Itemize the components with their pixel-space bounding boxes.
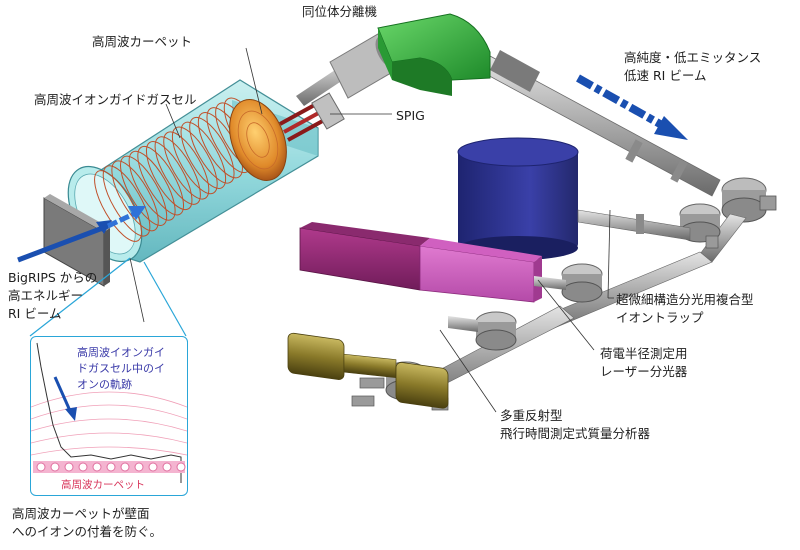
entrance-window <box>43 194 110 287</box>
low-energy-beam-arrow <box>576 74 688 140</box>
caption-line-1: 高周波カーペットが壁面 <box>12 506 150 521</box>
ion-direction-arrow <box>53 376 73 414</box>
isotope-separator-label: 同位体分離機 <box>302 4 378 19</box>
low-energy-beam-label-1: 高純度・低エミッタンス <box>624 50 762 65</box>
rf-carpet <box>229 99 287 181</box>
coil-loop <box>189 116 235 184</box>
incoming-beam-arrow <box>17 206 146 263</box>
chamber-2 <box>561 263 603 303</box>
rf-gas-cell-label: 高周波イオンガイドガスセル <box>34 92 197 107</box>
inset-text-line-1: 高周波イオンガイ <box>77 346 165 359</box>
leader-lines <box>29 47 614 413</box>
carpet-electrodes <box>36 462 186 472</box>
laser-spectrometer <box>299 222 566 303</box>
laser-spectrometer-label-2: レーザー分光器 <box>600 364 688 379</box>
ion-trap-label-1: 超微細構造分光用複合型 <box>616 292 754 307</box>
coil-loop <box>111 160 159 232</box>
ion-trajectory <box>36 342 182 483</box>
bigrips-beam-label-3: RI ビーム <box>8 306 62 321</box>
inset-text-line-2: ドガスセル中のイ <box>77 362 165 375</box>
bigrips-beam-label-2: 高エネルギー <box>8 288 84 303</box>
rf-carpet-label: 高周波カーペット <box>92 34 193 49</box>
coil-loop <box>145 141 193 211</box>
spig-label: SPIG <box>396 108 425 123</box>
spig-rods <box>279 92 345 142</box>
coil-loop <box>163 131 210 200</box>
laser-spectrometer-label-1: 荷電半径測定用 <box>600 346 688 361</box>
mrtof-label-1: 多重反射型 <box>500 408 563 423</box>
coil-loop <box>137 145 184 216</box>
coil-loop <box>128 150 176 221</box>
trajectory-inset: 高周波イオンガイ ドガスセル中のイ オンの軌跡 高周波カーペット <box>30 336 188 496</box>
chamber-3 <box>475 311 517 351</box>
inset-carpet-label: 高周波カーペット <box>61 479 145 491</box>
isotope-separator-magnet <box>377 13 491 96</box>
caption-line-2: へのイオンの付着を防ぐ。 <box>12 524 163 539</box>
coil-loop <box>154 136 201 205</box>
mrtof-label-2: 飛行時間測定式質量分析器 <box>500 426 651 441</box>
field-contours <box>31 391 187 456</box>
mrtof-mass-spectrometer <box>287 316 478 409</box>
coil-loop <box>120 155 168 226</box>
chamber-1 <box>679 203 721 249</box>
inset-text-line-3: オンの軌跡 <box>77 378 132 391</box>
coil-loop <box>180 121 227 189</box>
ion-trap-label-2: イオントラップ <box>616 310 704 325</box>
inset-drawing <box>31 342 187 483</box>
coil-loop <box>102 165 151 237</box>
ion-arrowhead <box>65 407 77 421</box>
low-energy-beam-label-2: 低速 RI ビーム <box>624 68 707 83</box>
coil-loop <box>94 170 142 242</box>
bigrips-beam-label-1: BigRIPS からの <box>8 270 98 285</box>
